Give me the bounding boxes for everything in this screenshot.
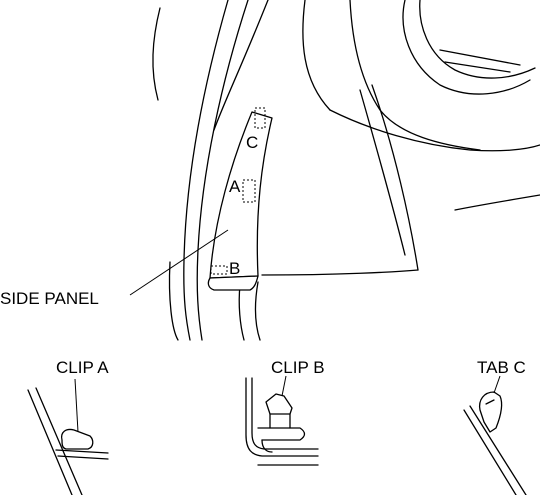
marker-a: A (229, 177, 241, 196)
clip-b-location (210, 265, 228, 275)
marker-b: B (229, 259, 240, 278)
clip-a-label: CLIP A (56, 358, 109, 377)
tab-c-detail (463, 375, 527, 495)
clip-a-detail (27, 378, 109, 495)
clip-c-location (254, 107, 266, 129)
side-panel-label: SIDE PANEL (0, 289, 99, 308)
tab-c-label: TAB C (477, 358, 526, 377)
clip-b-label: CLIP B (271, 358, 325, 377)
marker-c: C (246, 133, 258, 152)
side-panel-leader (129, 229, 229, 296)
vehicle-interior-outline (152, 0, 540, 341)
side-panel-shape (207, 111, 273, 291)
clip-b-detail (245, 375, 319, 466)
clip-a-location (242, 179, 256, 203)
